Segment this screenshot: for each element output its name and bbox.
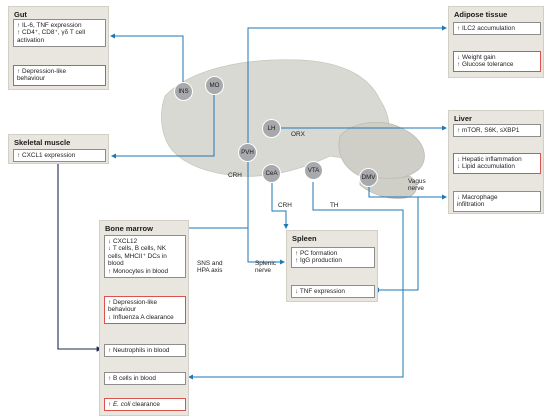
arrow-mo-to-skeletal xyxy=(111,94,215,159)
liver-box-mtor-line-1: ↑ mTOR, S6K, sXBP1 xyxy=(457,127,520,134)
bone-box-depression-line-2: behaviour xyxy=(108,306,137,314)
bone-box-depression: ↑ Depression-like behaviour ↓ Influenza … xyxy=(104,296,186,325)
gut-box-cytokines-line-2: ↑ CD4⁺, CD8⁺, γδ T cell xyxy=(17,29,86,37)
skeletal-title: Skeletal muscle xyxy=(14,138,71,147)
liver-box-inflammation-line-2: ↓ Lipid accumulation xyxy=(457,163,515,171)
node-ins: INS xyxy=(174,82,193,101)
liver-box-macrophage-line-1: ↓ Macrophage xyxy=(457,194,498,201)
brain-cerebellum xyxy=(338,121,425,181)
adipose-panel: Adipose tissue ↑ ILC2 accumulation ↓ Wei… xyxy=(448,6,544,78)
bone-box-neutrophils: ↑ Neutrophils in blood xyxy=(104,344,186,358)
spleen-box-tnf: ↓ TNF expression xyxy=(291,285,375,299)
label-sns-line-2: HPA axis xyxy=(197,267,223,275)
bone-box-neutrophils-line-1: ↑ Neutrophils in blood xyxy=(108,347,170,354)
label-splenic-nerve: Splenic nerve xyxy=(255,260,276,275)
bone-box-ecoli-line-1: ↑ E. coli clearance xyxy=(108,401,160,408)
node-cea: CeA xyxy=(262,164,281,183)
node-vta: VTA xyxy=(304,161,323,180)
liver-title: Liver xyxy=(454,114,472,123)
spleen-box-tnf-line-1: ↓ TNF expression xyxy=(295,288,345,295)
arrow-dmv-to-liver xyxy=(368,186,447,200)
bone-box-cxcl12-line-4: blood xyxy=(108,260,124,268)
label-crh-cea: CRH xyxy=(278,202,292,209)
label-vagus-line-2: nerve xyxy=(408,185,424,193)
label-splenic-line-2: nerve xyxy=(255,267,271,275)
node-lh: LH xyxy=(262,119,281,138)
bone-box-cxcl12: ↓ CXCL12 ↓ T cells, B cells, NK cells, M… xyxy=(104,235,186,279)
bone-title: Bone marrow xyxy=(105,224,153,233)
bone-box-cxcl12-line-2: ↓ T cells, B cells, NK xyxy=(108,245,167,253)
liver-panel: Liver ↑ mTOR, S6K, sXBP1 ↓ Hepatic infla… xyxy=(448,110,544,214)
arrow-ins-to-gut xyxy=(110,33,184,82)
gut-box-depression: ↑ Depression-like behaviour xyxy=(13,65,106,86)
liver-box-inflammation-line-1: ↓ Hepatic inflammation xyxy=(457,156,522,163)
adipose-box-outcomes-line-1: ↓ Weight gain xyxy=(457,54,496,61)
spleen-box-pc: ↑ PC formation ↑ IgG production xyxy=(291,247,375,268)
liver-box-macrophage: ↓ Macrophage infiltration xyxy=(453,191,541,212)
arrow-pvh-to-adipose xyxy=(247,25,447,143)
arrow-cea-to-spleen xyxy=(271,183,289,229)
gut-box-cytokines: ↑ IL-6, TNF expression ↑ CD4⁺, CD8⁺, γδ … xyxy=(13,19,106,48)
arrow-dmv-to-spleen xyxy=(374,197,419,293)
skeletal-box-cxcl1-line-1: ↑ CXCL1 expression xyxy=(17,152,76,159)
spleen-panel: Spleen ↑ PC formation ↑ IgG production ↓… xyxy=(286,230,378,302)
bone-box-bcells: ↑ B cells in blood xyxy=(104,372,186,386)
bone-box-cxcl12-line-3: cells, MHCII⁺ DCs in xyxy=(108,252,167,260)
mouse-brain-illustration xyxy=(161,59,425,199)
bone-box-depression-line-3: ↓ Influenza A clearance xyxy=(108,313,174,321)
adipose-title: Adipose tissue xyxy=(454,10,508,19)
gut-box-depression-line-1: ↑ Depression-like xyxy=(17,68,67,75)
liver-box-macrophage-line-2: infiltration xyxy=(457,201,485,209)
bone-box-cxcl12-line-1: ↓ CXCL12 xyxy=(108,238,138,245)
adipose-box-outcomes: ↓ Weight gain ↑ Glucose tolerance xyxy=(453,51,541,72)
node-dmv: DMV xyxy=(359,168,378,187)
bone-box-cxcl12-line-5: ↑ Monocytes in blood xyxy=(108,267,169,275)
label-sns-line-1: SNS and xyxy=(197,260,223,267)
label-orx: ORX xyxy=(291,131,305,138)
gut-box-cytokines-line-3: activation xyxy=(17,36,44,44)
node-pvh: PVH xyxy=(238,143,257,162)
gut-box-cytokines-line-1: ↑ IL-6, TNF expression xyxy=(17,22,82,29)
gut-box-depression-line-2: behaviour xyxy=(17,75,46,83)
bone-marrow-panel: Bone marrow ↓ CXCL12 ↓ T cells, B cells,… xyxy=(99,220,189,416)
skeletal-box-cxcl1: ↑ CXCL1 expression xyxy=(13,149,106,163)
gut-title: Gut xyxy=(14,10,27,19)
arrow-vta-to-bone-bcells xyxy=(188,182,404,380)
node-mo: MO xyxy=(205,76,224,95)
spleen-title: Spleen xyxy=(292,234,317,243)
skeletal-muscle-panel: Skeletal muscle ↑ CXCL1 expression xyxy=(8,134,109,164)
label-th: TH xyxy=(330,202,339,209)
liver-box-inflammation: ↓ Hepatic inflammation ↓ Lipid accumulat… xyxy=(453,153,541,174)
spleen-box-pc-line-1: ↑ PC formation xyxy=(295,250,338,257)
spleen-box-pc-line-2: ↑ IgG production xyxy=(295,257,342,265)
bone-box-depression-line-1: ↑ Depression-like xyxy=(108,299,158,306)
label-vagus-nerve: Vagus nerve xyxy=(408,178,426,193)
adipose-box-ilc2-line-1: ↑ ILC2 accumulation xyxy=(457,25,515,32)
adipose-box-outcomes-line-2: ↑ Glucose tolerance xyxy=(457,61,514,69)
label-splenic-line-1: Splenic xyxy=(255,260,276,267)
gut-panel: Gut ↑ IL-6, TNF expression ↑ CD4⁺, CD8⁺,… xyxy=(8,6,109,90)
adipose-box-ilc2: ↑ ILC2 accumulation xyxy=(453,22,541,36)
bone-box-bcells-line-1: ↑ B cells in blood xyxy=(108,375,156,382)
label-sns-hpa: SNS and HPA axis xyxy=(197,260,223,275)
label-vagus-line-1: Vagus xyxy=(408,178,426,185)
liver-box-mtor: ↑ mTOR, S6K, sXBP1 xyxy=(453,124,541,138)
label-crh-pvh: CRH xyxy=(228,172,242,179)
arrow-sns-to-spleen xyxy=(247,228,285,265)
arrow-skeletal-to-neutrophils xyxy=(57,162,103,352)
bone-box-ecoli: ↑ E. coli clearance xyxy=(104,398,186,412)
